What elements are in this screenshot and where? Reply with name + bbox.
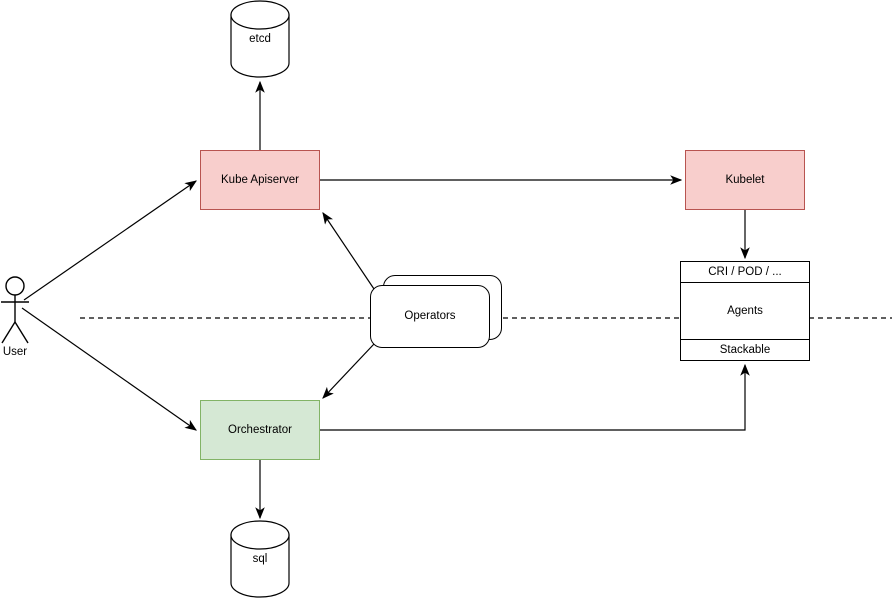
etcd-label-text: etcd [249, 33, 271, 45]
node-agents[interactable]: CRI / POD / ... Agents Stackable [680, 261, 810, 361]
node-operators-label: Operators [404, 310, 456, 323]
edge-user-to-orchestrator [21, 307, 197, 431]
edge-orchestrator-to-stackable [320, 363, 750, 431]
edge-operators-to-apiserver [322, 212, 375, 290]
node-agents-body: Agents [727, 305, 763, 317]
user-actor-label: User [2, 346, 28, 358]
node-operators[interactable]: Operators [370, 285, 490, 348]
user-actor-figure [1, 276, 29, 344]
node-kube-apiserver[interactable]: Kube Apiserver [200, 150, 320, 210]
edge-user-to-apiserver [23, 180, 197, 301]
etcd-cylinder-shape [230, 0, 290, 78]
sql-cylinder-shape [230, 520, 290, 598]
sql-label-text: sql [252, 553, 268, 565]
edge-operators-to-orchestrator [322, 343, 375, 399]
node-agents-header: CRI / POD / ... [681, 262, 809, 283]
node-kubelet[interactable]: Kubelet [685, 150, 805, 210]
node-kube-apiserver-label: Kube Apiserver [221, 173, 299, 186]
node-agents-footer: Stackable [681, 339, 809, 360]
node-orchestrator[interactable]: Orchestrator [200, 400, 320, 460]
node-kubelet-label: Kubelet [725, 173, 765, 186]
node-orchestrator-label: Orchestrator [228, 423, 292, 436]
